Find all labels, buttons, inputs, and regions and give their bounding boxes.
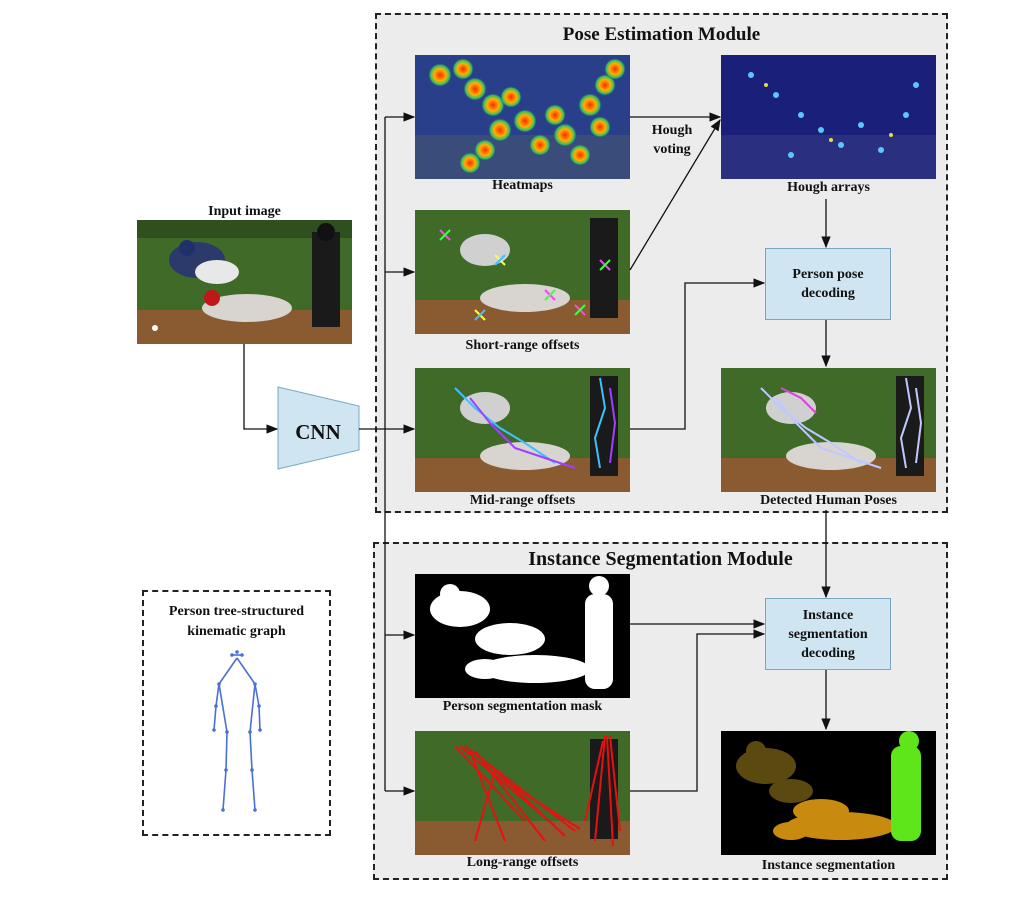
kinematic-graph-title: Person tree-structured kinematic graph: [168, 604, 305, 639]
hough-arrays-image: [721, 55, 936, 179]
kinematic-graph-skeleton: [212, 650, 262, 812]
arrow-input-to-cnn: [243, 344, 279, 434]
instance-segmentation-label: Instance segmentation: [761, 858, 896, 873]
segmentation-mask-image: [415, 574, 630, 698]
arrow-mid-range-to-decoding: [630, 278, 766, 430]
detected-poses-label: Detected Human Poses: [760, 493, 897, 508]
arrow-long-range-to-seg-decoding: [630, 629, 766, 792]
segmentation-mask-label: Person segmentation mask: [442, 699, 603, 714]
cnn-label: CNN: [295, 420, 341, 444]
short-range-offsets-label: Short-range offsets: [465, 338, 580, 353]
hough-voting-label: Hough voting: [651, 123, 693, 157]
input-image: [137, 220, 352, 344]
mid-range-offsets-label: Mid-range offsets: [469, 493, 576, 508]
cnn-block: [277, 386, 360, 470]
kinematic-graph-legend: Person tree-structured kinematic graph: [142, 590, 331, 836]
detected-poses-image: [721, 368, 936, 492]
mid-range-offsets-image: [415, 368, 630, 492]
arrow-short-range-to-hough: [629, 118, 721, 271]
long-range-offsets-image: [415, 731, 630, 855]
heatmaps-label: Heatmaps: [492, 178, 553, 193]
person-pose-decoding-box: Person pose decoding: [765, 248, 891, 320]
short-range-offsets-image: [415, 210, 630, 334]
heatmaps-image: [415, 55, 630, 179]
input-image-label: Input image: [208, 204, 281, 219]
long-range-offsets-label: Long-range offsets: [466, 855, 579, 870]
instance-segmentation-decoding-box: Instance segmentation decoding: [765, 598, 891, 670]
segmentation-module-title: Instance Segmentation Module: [528, 548, 793, 570]
pose-module-title: Pose Estimation Module: [562, 24, 761, 45]
hough-arrays-label: Hough arrays: [787, 180, 870, 195]
instance-segmentation-image: [721, 731, 936, 855]
